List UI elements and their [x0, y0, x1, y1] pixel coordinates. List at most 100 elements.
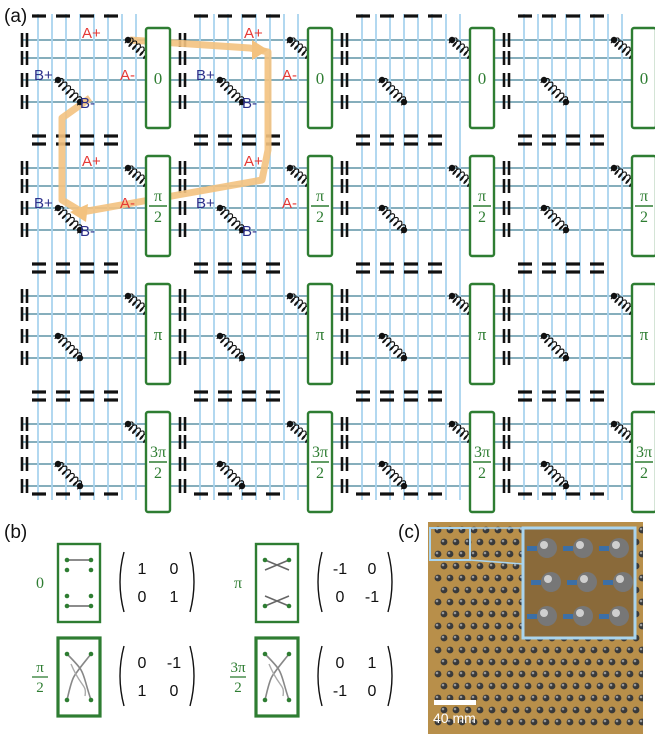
coupler-coil-b: [540, 77, 569, 106]
matrix-entry: 1: [368, 655, 377, 672]
matrix-entry: 0: [368, 683, 377, 700]
component-highlight: [453, 659, 457, 663]
component-highlight: [489, 635, 493, 639]
component-highlight: [465, 563, 469, 567]
component-highlight: [519, 671, 523, 675]
component-highlight: [489, 539, 493, 543]
phase-box: [306, 282, 334, 386]
component-highlight: [633, 683, 637, 687]
component-highlight: [441, 635, 445, 639]
board-component: [518, 694, 526, 702]
component-highlight: [543, 695, 547, 699]
phase-box: [468, 282, 496, 386]
board-component: [578, 694, 586, 702]
coupler-node: [286, 651, 292, 657]
phase-numerator: 3π: [230, 660, 246, 676]
component-highlight: [453, 635, 457, 639]
component-highlight: [543, 647, 547, 651]
board-component: [488, 658, 496, 666]
matrix-entry: 1: [138, 561, 147, 578]
board-component: [548, 682, 556, 690]
coupler-box: [254, 636, 300, 718]
board-component: [584, 706, 592, 714]
component-highlight: [513, 683, 517, 687]
board-component: [440, 586, 448, 594]
component-highlight: [627, 719, 631, 723]
component-highlight: [639, 551, 643, 555]
board-component: [590, 694, 598, 702]
board-component: [500, 682, 508, 690]
component-highlight: [495, 551, 499, 555]
board-component: [626, 646, 634, 654]
component-highlight: [519, 719, 523, 723]
board-component: [476, 586, 484, 594]
phase-label: π: [154, 325, 163, 344]
board-component: [530, 670, 538, 678]
coupler-coil-b: [378, 205, 407, 234]
coil-endpoint-dot: [562, 354, 570, 362]
panel-a-label: (a): [4, 6, 28, 27]
grid-cell: 3π2: [540, 410, 655, 514]
component-highlight: [501, 563, 505, 567]
component-highlight: [459, 599, 463, 603]
board-component: [476, 562, 484, 570]
phase-box: [468, 26, 496, 130]
component-highlight: [477, 563, 481, 567]
matrix-bracket-left: [119, 551, 125, 613]
board-component: [494, 622, 502, 630]
board-component: [500, 562, 508, 570]
board-component: [488, 634, 496, 642]
matrix-entry: 0: [138, 589, 147, 606]
phase-label: 0: [36, 575, 44, 592]
coupler-coil-b: [54, 205, 83, 234]
grid-cell: π2A+A-B+B-: [34, 153, 172, 258]
coupler-node: [88, 651, 94, 657]
board-component: [458, 670, 466, 678]
coupler-box: [56, 542, 102, 624]
matrix-entry: 1: [138, 683, 147, 700]
component-highlight: [507, 599, 511, 603]
phase-box: [630, 282, 655, 386]
inset-capacitor: [599, 546, 609, 551]
grid-cell: 3π2: [216, 410, 334, 514]
component-highlight: [615, 671, 619, 675]
component-highlight: [555, 671, 559, 675]
component-highlight: [519, 695, 523, 699]
component-highlight: [459, 719, 463, 723]
port-label-b-plus: B+: [196, 67, 215, 84]
board-component: [554, 694, 562, 702]
board-component: [506, 622, 514, 630]
board-component: [506, 550, 514, 558]
board-component: [506, 646, 514, 654]
board-component: [434, 670, 442, 678]
board-component: [452, 586, 460, 594]
board-component: [494, 646, 502, 654]
component-highlight: [531, 671, 535, 675]
panel-c-label: (c): [398, 522, 421, 543]
component-highlight: [609, 683, 613, 687]
phase-numerator: π: [36, 660, 44, 676]
board-component: [488, 538, 496, 546]
coupler-node: [64, 557, 70, 563]
component-highlight: [483, 575, 487, 579]
inset-inductor-highlight: [616, 575, 624, 583]
component-highlight: [585, 683, 589, 687]
grid-cell: π2: [540, 154, 655, 258]
component-highlight: [465, 635, 469, 639]
grid-cell: π: [540, 282, 655, 386]
component-highlight: [465, 587, 469, 591]
board-component: [614, 670, 622, 678]
component-highlight: [453, 587, 457, 591]
board-component: [464, 634, 472, 642]
matrix-entry: -1: [365, 589, 379, 606]
component-highlight: [495, 599, 499, 603]
coil-endpoint-dot: [400, 226, 408, 234]
board-component: [476, 706, 484, 714]
component-highlight: [501, 635, 505, 639]
component-highlight: [471, 551, 475, 555]
grid-cell: π: [216, 282, 334, 386]
component-highlight: [447, 719, 451, 723]
component-highlight: [549, 707, 553, 711]
coil-endpoint-dot: [562, 226, 570, 234]
board-component: [464, 682, 472, 690]
